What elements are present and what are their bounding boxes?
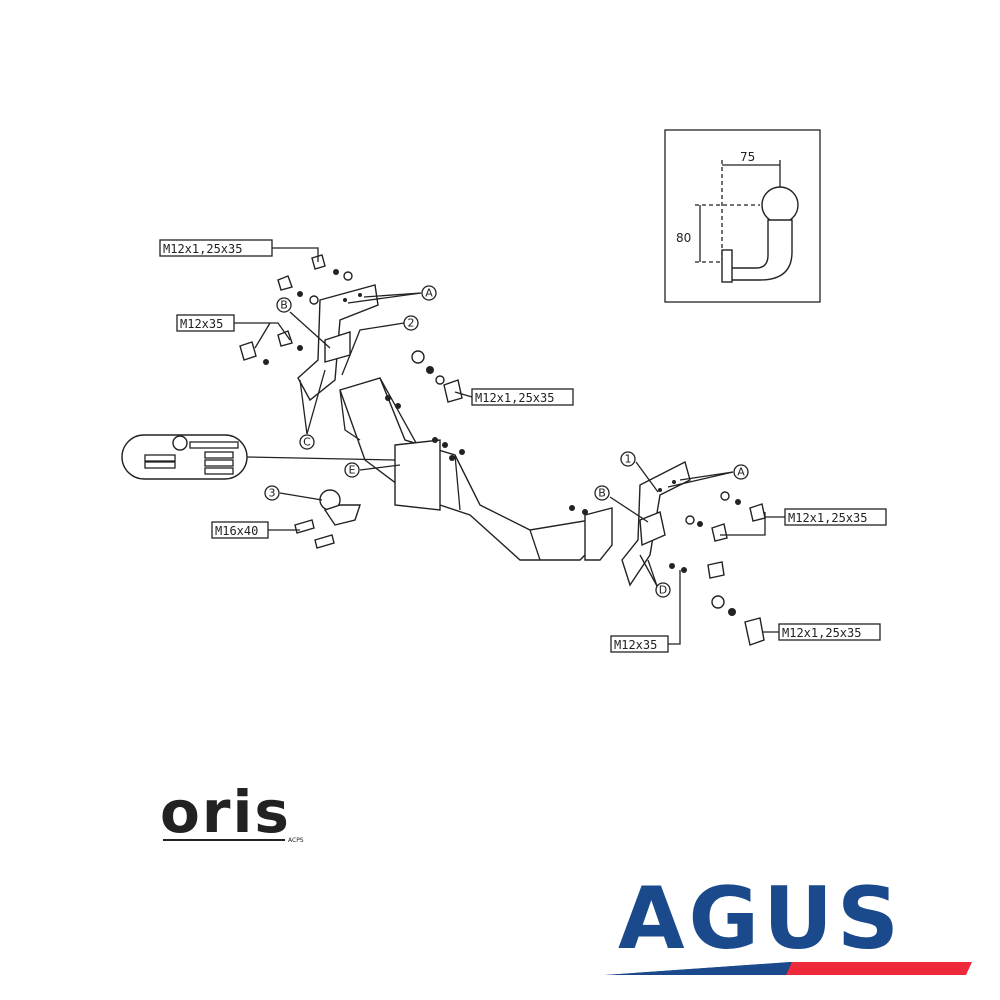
callout-1: 1 <box>620 451 636 467</box>
bolt-label-1: M12x1,25x35 <box>159 239 273 257</box>
leader-lines <box>234 247 785 645</box>
callout-e: E <box>344 462 360 478</box>
svg-text:1: 1 <box>625 453 632 466</box>
bolt-label-2: M12x35 <box>176 314 235 332</box>
svg-text:M16x40: M16x40 <box>215 524 258 538</box>
width-dimension: 75 <box>740 150 755 164</box>
height-dimension: 80 <box>676 231 691 245</box>
callout-d: D <box>655 582 671 598</box>
svg-text:C: C <box>303 436 311 449</box>
agus-logo: AGUS <box>605 869 972 975</box>
svg-text:M12x1,25x35: M12x1,25x35 <box>475 391 554 405</box>
callout-c: C <box>299 434 315 450</box>
svg-text:oris: oris <box>160 778 291 846</box>
ball-dimension-inset: 75 80 <box>664 129 821 303</box>
svg-text:M12x1,25x35: M12x1,25x35 <box>788 511 867 525</box>
callout-b-left: B <box>276 297 292 313</box>
oris-logo: oris ACPS <box>160 778 304 846</box>
callout-b-right: B <box>594 485 610 501</box>
svg-text:E: E <box>349 464 356 477</box>
svg-text:M12x35: M12x35 <box>180 317 223 331</box>
identification-plate <box>121 434 396 480</box>
svg-text:M12x35: M12x35 <box>614 638 657 652</box>
svg-text:2: 2 <box>408 317 415 330</box>
bolt-label-4: M16x40 <box>211 521 269 539</box>
callout-3: 3 <box>264 485 280 501</box>
svg-text:AGUS: AGUS <box>618 869 903 969</box>
bolt-label-3: M12x1,25x35 <box>471 388 574 406</box>
svg-text:ACPS: ACPS <box>288 837 304 844</box>
svg-text:B: B <box>280 299 288 312</box>
fasteners <box>239 254 766 646</box>
svg-text:M12x1,25x35: M12x1,25x35 <box>782 626 861 640</box>
crossbar <box>339 377 601 561</box>
right-bracket <box>584 460 691 587</box>
svg-text:B: B <box>598 487 606 500</box>
svg-text:A: A <box>737 466 745 479</box>
bolt-label-6: M12x35 <box>610 635 669 653</box>
callout-a-right: A <box>733 464 749 480</box>
svg-text:M12x1,25x35: M12x1,25x35 <box>163 242 242 256</box>
svg-text:3: 3 <box>269 487 276 500</box>
svg-text:D: D <box>659 584 667 597</box>
tow-ball <box>294 489 361 549</box>
callout-2: 2 <box>403 315 419 331</box>
svg-text:A: A <box>425 287 433 300</box>
bolt-label-5: M12x1,25x35 <box>784 508 887 526</box>
left-bracket <box>297 284 379 402</box>
bolt-label-7: M12x1,25x35 <box>778 623 881 641</box>
callout-a-left: A <box>421 285 437 301</box>
